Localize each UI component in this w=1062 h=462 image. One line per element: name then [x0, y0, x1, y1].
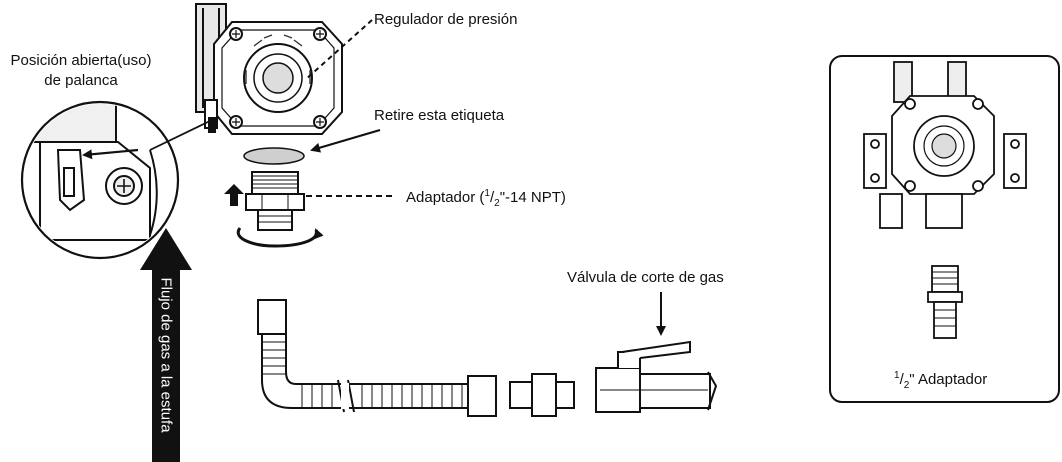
removable-label-disc — [243, 147, 305, 165]
flex-gas-line — [257, 299, 497, 417]
adapter-fraction-num: 1 — [484, 188, 490, 199]
lever-position-label-2: de palanca — [44, 72, 118, 89]
adapter-fraction-den: 2 — [494, 198, 500, 209]
shutoff-valve — [595, 340, 718, 413]
install-up-arrow — [224, 184, 244, 206]
adapter-label-prefix: Adaptador ( — [406, 189, 485, 206]
lever-detail-circle — [20, 100, 180, 260]
union-fitting — [509, 373, 575, 417]
shutoff-valve-label: Válvula de corte de gas — [567, 269, 724, 286]
inset-adapter-label: 1/2" Adaptador — [894, 370, 988, 391]
regulator-label: Regulador de presión — [374, 11, 518, 28]
adapter-fitting — [245, 171, 305, 231]
adapter-label-suffix: "-14 NPT) — [499, 189, 566, 206]
inset-panel — [829, 55, 1060, 403]
regulator-emboss — [245, 34, 311, 84]
lever-arrow — [82, 148, 139, 160]
gas-flow-arrow — [140, 228, 192, 462]
gas-flow-label: Flujo de gas a la estufa — [157, 277, 175, 433]
inset-label-suffix: " Adaptador — [909, 371, 988, 388]
remove-label-arrow — [310, 128, 381, 153]
rotation-arrow — [236, 227, 324, 248]
lever-position-label-1: Posición abierta(uso) — [10, 52, 152, 69]
remove-label-text: Retire esta etiqueta — [374, 107, 505, 124]
inset-fraction-den: 2 — [903, 380, 910, 391]
adapter-label: Adaptador (1/2"-14 NPT) — [406, 188, 566, 209]
pressure-regulator — [195, 3, 343, 135]
zoom-connector — [149, 119, 213, 151]
inset-fraction-num: 1 — [894, 370, 900, 381]
regulator-leader — [304, 19, 373, 81]
